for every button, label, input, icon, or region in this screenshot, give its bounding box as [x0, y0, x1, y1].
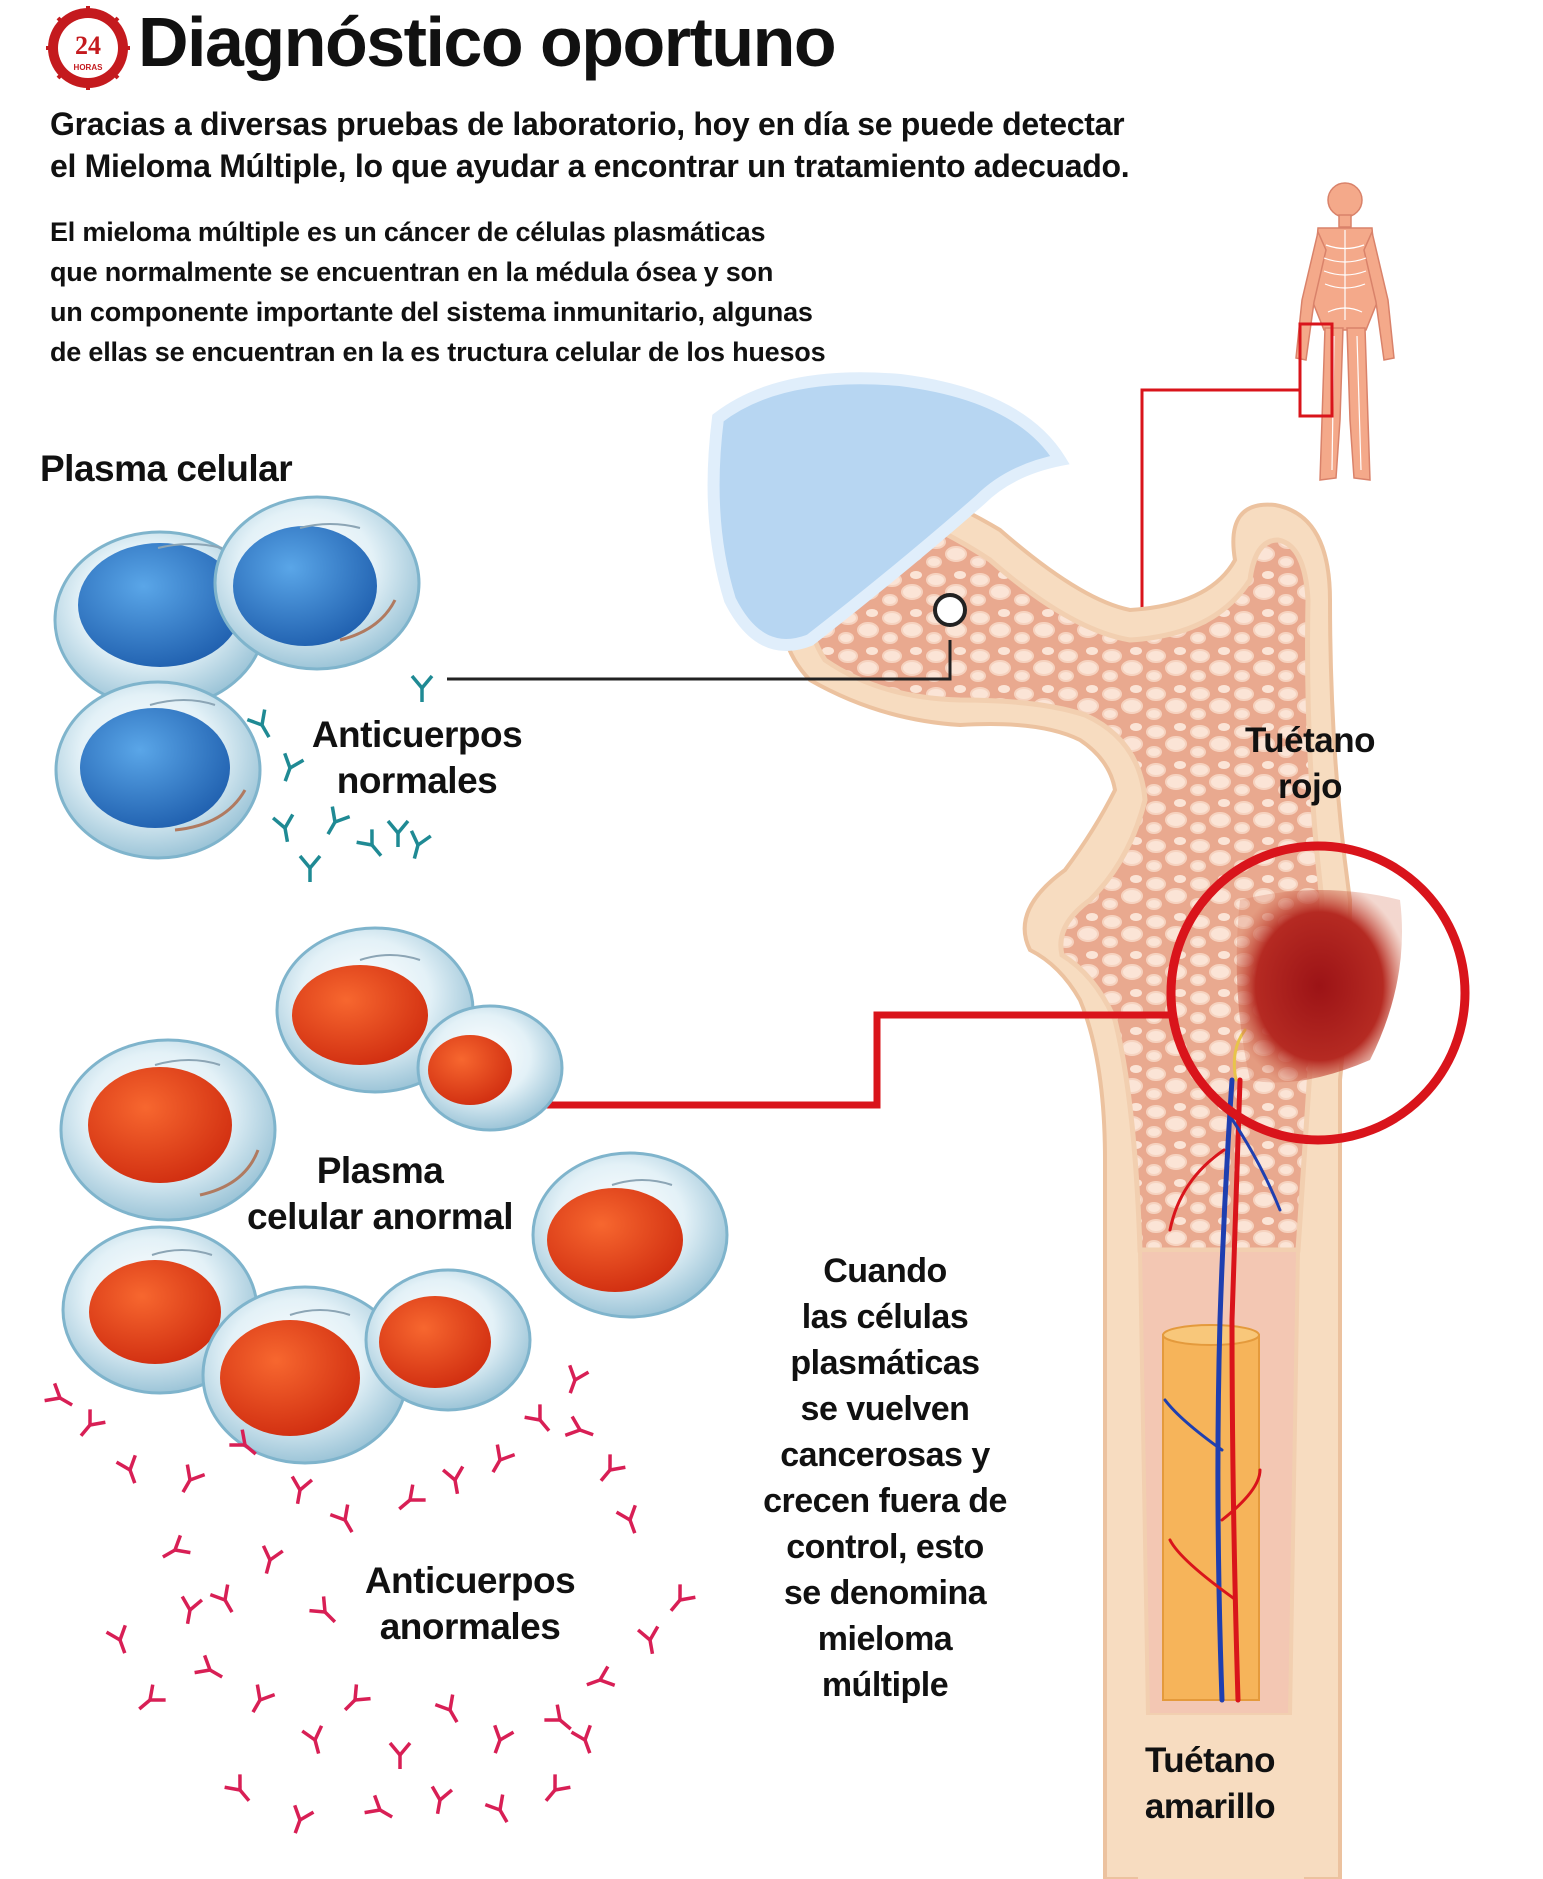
connector-body-to-bone	[1140, 388, 1300, 620]
label-line: rojo	[1277, 767, 1343, 806]
explanation-line: se vuelven	[800, 1390, 970, 1428]
label-line: Tuétano	[1144, 1741, 1276, 1780]
intro-line: el Mieloma Múltiple, lo que ayudar a enc…	[50, 148, 1130, 184]
label-line: Tuétano	[1244, 721, 1376, 760]
explanation-line: se denomina	[783, 1574, 987, 1612]
label-line: Anticuerpos	[364, 1560, 576, 1601]
label-anticuerpos-normales: Anticuerpos normales	[292, 712, 542, 804]
description-text: El mieloma múltiple es un cáncer de célu…	[50, 212, 826, 372]
abnormal-cell	[364, 1268, 532, 1412]
abnormal-cell	[59, 1038, 277, 1222]
explanation-line: crecen fuera de	[763, 1482, 1007, 1520]
label-tuetano-amarillo: Tuétano amarillo	[1110, 1738, 1310, 1830]
logo-number: 24	[75, 31, 101, 60]
normal-cell	[213, 495, 421, 671]
description-line: un componente importante del sistema inm…	[50, 297, 813, 327]
label-line: amarillo	[1144, 1787, 1276, 1826]
description-line: que normalmente se encuentran en la médu…	[50, 257, 774, 287]
explanation-line: plasmáticas	[790, 1344, 980, 1382]
explanation-line: las células	[801, 1298, 969, 1336]
logo	[48, 10, 128, 90]
abnormal-cell	[416, 1004, 564, 1132]
connector-normal-cells	[447, 640, 952, 681]
label-tuetano-rojo: Tuétano rojo	[1220, 718, 1400, 810]
description-line: El mieloma múltiple es un cáncer de célu…	[50, 217, 766, 247]
normal-cell	[53, 530, 267, 710]
intro-line: Gracias a diversas pruebas de laboratori…	[50, 106, 1125, 142]
blood-vessels	[1163, 1028, 1282, 1703]
logo-subtext: HORAS	[74, 63, 104, 72]
abnormal-plasma-cells	[59, 926, 729, 1465]
explanation-line: múltiple	[821, 1666, 949, 1704]
label-line: anormales	[379, 1606, 561, 1647]
page-title: Diagnóstico oportuno	[138, 3, 837, 81]
label-line: Plasma celular	[40, 448, 293, 489]
explanation-line: mieloma	[817, 1620, 953, 1658]
label-anticuerpos-anormales: Anticuerpos anormales	[340, 1558, 600, 1650]
tumor-marrow	[1236, 890, 1402, 1083]
abnormal-cell	[531, 1151, 729, 1319]
human-skeleton-icon	[1295, 182, 1395, 481]
logo-badge: 24 HORAS	[46, 6, 130, 90]
explanation-line: cancerosas y	[780, 1436, 990, 1474]
label-plasma-celular: Plasma celular	[40, 446, 293, 492]
connector-dot	[933, 593, 967, 627]
explanation-line: control, esto	[786, 1528, 984, 1566]
label-line: normales	[336, 760, 498, 801]
explanation-text: Cuando las células plasmáticas se vuelve…	[735, 1248, 1035, 1708]
abnormal-cell	[201, 1285, 409, 1465]
label-line: Plasma	[316, 1150, 444, 1191]
magnifier-circle	[1166, 841, 1470, 1145]
label-plasma-anormal: Plasma celular anormal	[230, 1148, 530, 1240]
femur-highlight-box	[1298, 322, 1334, 418]
description-line: de ellas se encuentran en la es tructura…	[50, 337, 826, 367]
label-line: Anticuerpos	[311, 714, 523, 755]
cartilage-cap	[707, 372, 1070, 651]
label-line: celular anormal	[246, 1196, 514, 1237]
intro-text: Gracias a diversas pruebas de laboratori…	[50, 103, 1130, 187]
normal-plasma-cells	[53, 495, 421, 860]
normal-cell	[54, 680, 262, 860]
yellow-marrow-rod	[1162, 1334, 1260, 1701]
explanation-line: Cuando	[823, 1252, 947, 1290]
connector-abnormal-cells	[540, 1011, 1172, 1109]
